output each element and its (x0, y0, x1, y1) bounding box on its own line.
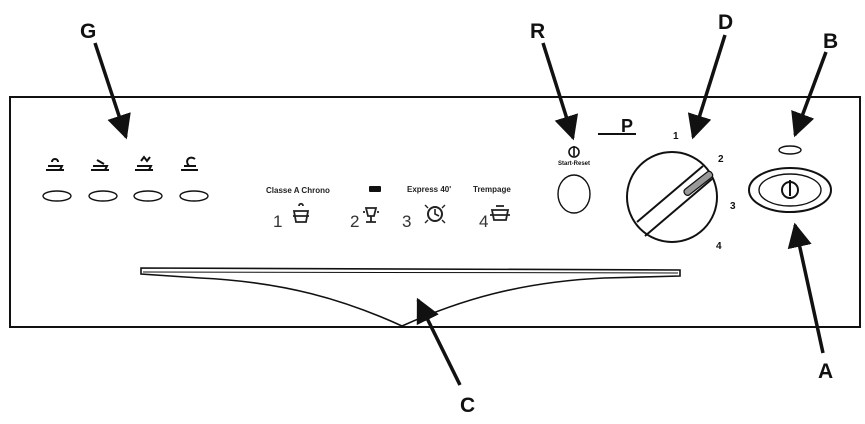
program-marker-label: P (621, 116, 633, 136)
callout-r: R (530, 20, 545, 43)
start-reset-button[interactable] (557, 174, 591, 214)
program-name-4: Trempage (473, 185, 511, 194)
option-button-2[interactable] (88, 190, 118, 202)
option-icon-4 (181, 156, 198, 171)
option-buttons-group (42, 155, 209, 202)
glass-icon (363, 207, 379, 223)
on-off-button[interactable] (748, 167, 832, 213)
arrow-a (787, 222, 825, 354)
start-reset-control: Start-Reset (557, 146, 591, 214)
dial-number-3: 3 (730, 201, 736, 212)
power-indicator-light (778, 145, 802, 155)
program-number-4: 4 (479, 212, 488, 231)
start-reset-label: Start-Reset (558, 161, 590, 167)
arrow-b (791, 51, 828, 138)
dial-indicator (683, 170, 714, 197)
callout-a: A (818, 360, 833, 383)
callout-arrows (93, 34, 828, 386)
on-off-power-icon (781, 180, 799, 199)
dial-number-2: 2 (718, 154, 724, 165)
program-number-2: 2 (350, 212, 359, 231)
callout-d: D (718, 11, 733, 34)
power-icon (568, 146, 580, 158)
option-button-4[interactable] (179, 190, 209, 202)
arrow-g (93, 42, 131, 140)
express-icon (424, 204, 446, 224)
option-icon-2 (91, 159, 109, 171)
arrow-r (541, 42, 579, 141)
door-handle[interactable] (140, 267, 681, 327)
dial-number-4: 4 (716, 241, 722, 252)
dial-number-1: 1 (673, 131, 679, 142)
program-name-3: Express 40' (407, 185, 451, 194)
program-name-1: Classe A Chrono (266, 186, 330, 195)
program-number-1: 1 (273, 212, 282, 231)
start-reset-label-bg (557, 159, 591, 167)
soak-icon (490, 205, 510, 221)
callout-c: C (460, 394, 475, 417)
option-button-1[interactable] (42, 190, 72, 202)
callout-g: G (80, 20, 96, 43)
program-marker: P (598, 116, 636, 136)
program-dial[interactable] (626, 151, 718, 243)
program-name-2-marker (369, 186, 381, 192)
program-number-3: 3 (402, 212, 411, 231)
callout-b: B (823, 30, 838, 53)
pot-icon (292, 202, 310, 223)
option-button-3[interactable] (133, 190, 163, 202)
program-list: Classe A Chrono Express 40' Trempage 1 2… (266, 185, 511, 231)
option-icon-1 (46, 158, 64, 171)
arrow-c (416, 297, 462, 386)
arrow-d (687, 34, 727, 140)
option-icon-3 (135, 155, 153, 171)
